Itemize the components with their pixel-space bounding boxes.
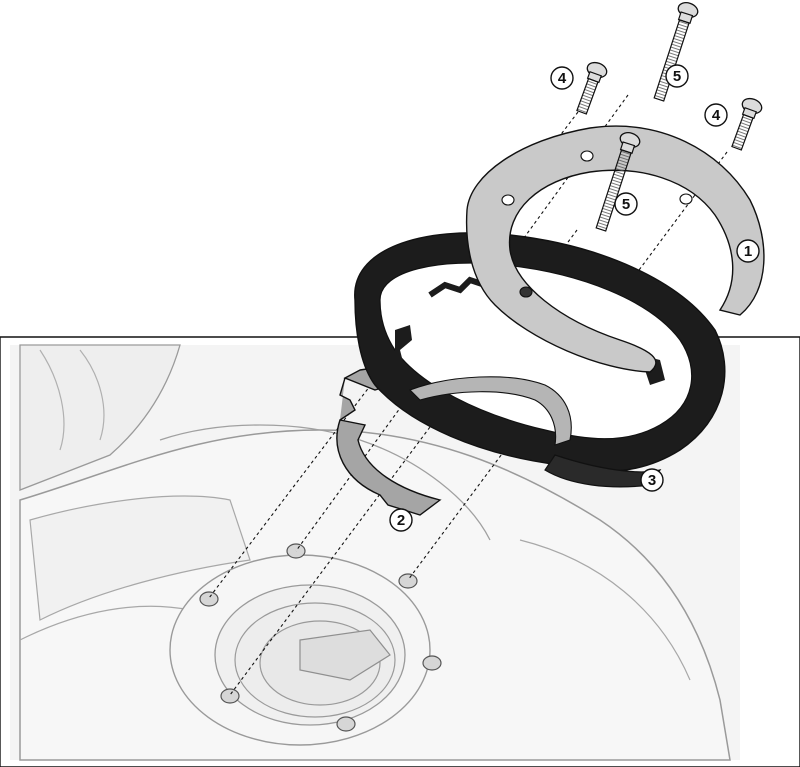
svg-text:4: 4 — [712, 107, 721, 124]
screw-icon — [576, 2, 763, 232]
fuel-tank-icon — [0, 336, 800, 767]
svg-text:5: 5 — [673, 68, 681, 85]
mounting-plate — [465, 125, 765, 373]
callout-part-1: 1 — [736, 239, 760, 263]
svg-text:1: 1 — [744, 243, 752, 260]
callout-part-5-top: 5 — [665, 64, 689, 88]
svg-text:5: 5 — [622, 196, 630, 213]
callout-part-3: 3 — [640, 468, 664, 492]
callout-part-5-middle: 5 — [614, 192, 638, 216]
svg-text:4: 4 — [558, 70, 567, 87]
gasket-ring — [354, 232, 726, 488]
svg-text:2: 2 — [397, 512, 405, 529]
svg-text:3: 3 — [648, 472, 656, 489]
callout-part-4-left: 4 — [550, 66, 574, 90]
callout-part-4-right: 4 — [704, 103, 728, 127]
callout-part-2: 2 — [389, 508, 413, 532]
